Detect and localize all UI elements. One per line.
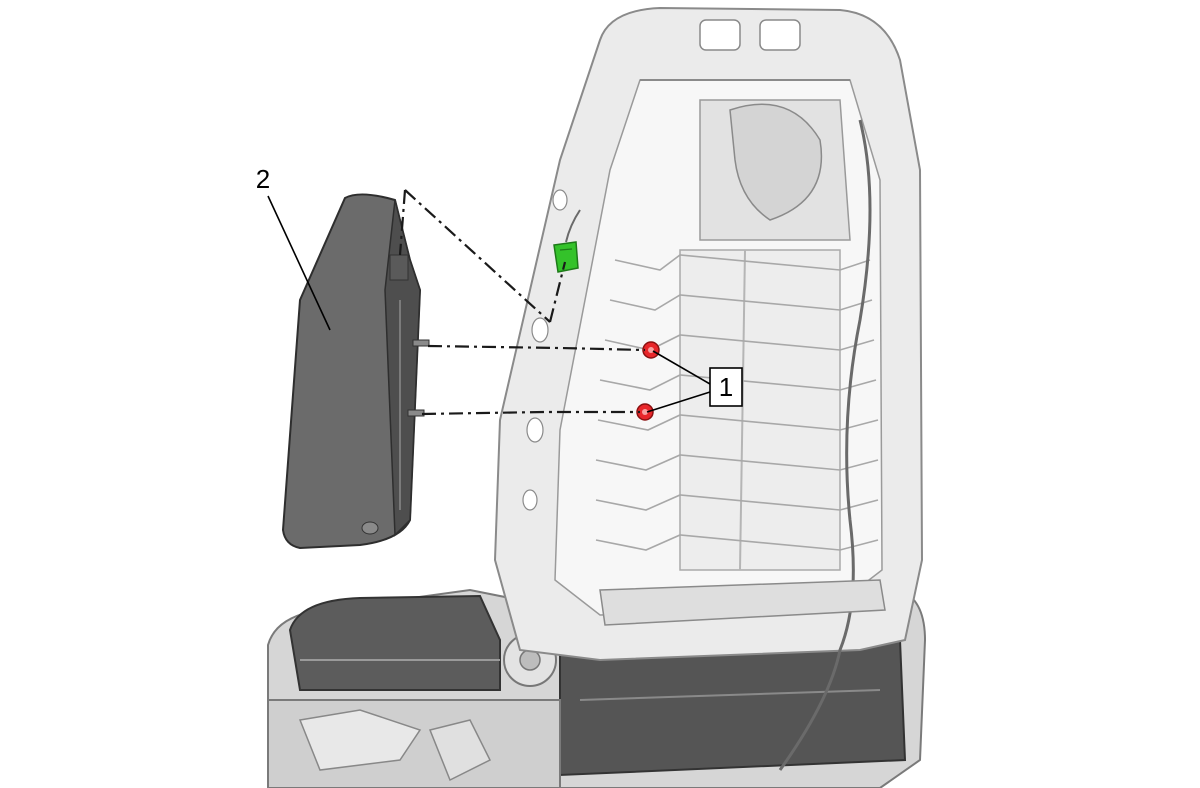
callout-2-label: 2 bbox=[256, 164, 270, 194]
side-airbag-module bbox=[281, 193, 430, 550]
callout-1-label: 1 bbox=[719, 372, 733, 402]
fastener-nut-upper bbox=[642, 341, 660, 359]
callout-2: 2 bbox=[256, 164, 331, 331]
callout-1: 1 bbox=[646, 350, 743, 413]
fastener-nut-lower bbox=[636, 403, 654, 421]
seat-back-frame bbox=[493, 6, 924, 771]
alignment-lines bbox=[398, 189, 646, 416]
electrical-connector bbox=[553, 209, 581, 273]
